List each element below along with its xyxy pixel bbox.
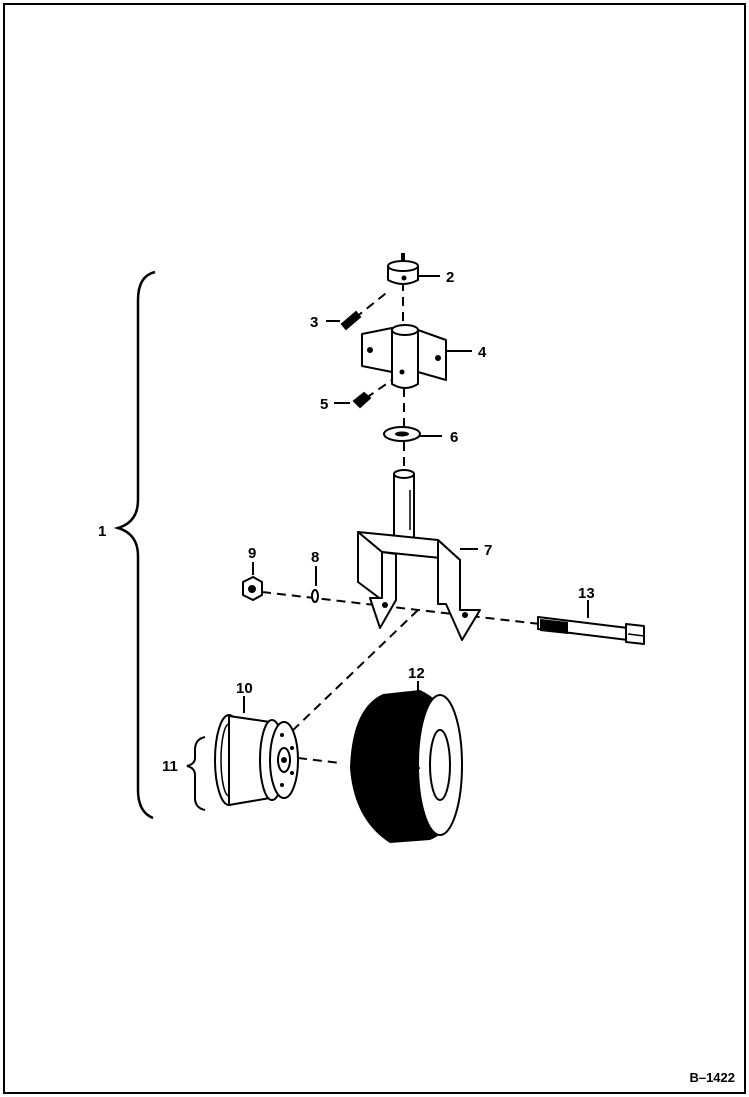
callout-6: 6: [450, 429, 458, 446]
callout-4: 4: [478, 344, 487, 361]
callout-9: 9: [248, 545, 256, 562]
callout-13: 13: [578, 585, 595, 602]
callout-12: 12: [408, 665, 425, 682]
callout-10: 10: [236, 680, 253, 697]
callout-1: 1: [98, 523, 106, 540]
callout-3: 3: [310, 314, 318, 331]
callout-7: 7: [484, 542, 492, 559]
axle-bolt-part: [537, 616, 645, 645]
collar-part: [387, 253, 419, 285]
washer-part: [383, 426, 421, 442]
hub-brace: [186, 736, 206, 811]
assembly-brace: [113, 270, 156, 820]
caster-fork-part: [357, 469, 481, 641]
grease-fitting-part: [352, 391, 372, 409]
spacer-part: [311, 589, 319, 603]
wheel-hub-part: [214, 714, 299, 806]
assembly-line-grease: [365, 377, 396, 399]
page-border: [3, 3, 746, 1094]
callout-8: 8: [311, 549, 319, 566]
assembly-line-hub-to-tire: [297, 757, 341, 764]
tire-part: [350, 690, 463, 843]
mounting-bracket-part: [361, 324, 447, 389]
callout-5: 5: [320, 396, 328, 413]
assembly-line-axle-bolt: [261, 591, 541, 625]
figure-code: B–1422: [689, 1070, 735, 1085]
assembly-line-setscrew: [354, 289, 391, 319]
callout-2: 2: [446, 269, 454, 286]
lock-nut-part: [242, 576, 263, 601]
callout-11: 11: [162, 758, 178, 775]
set-screw-part: [340, 310, 362, 331]
